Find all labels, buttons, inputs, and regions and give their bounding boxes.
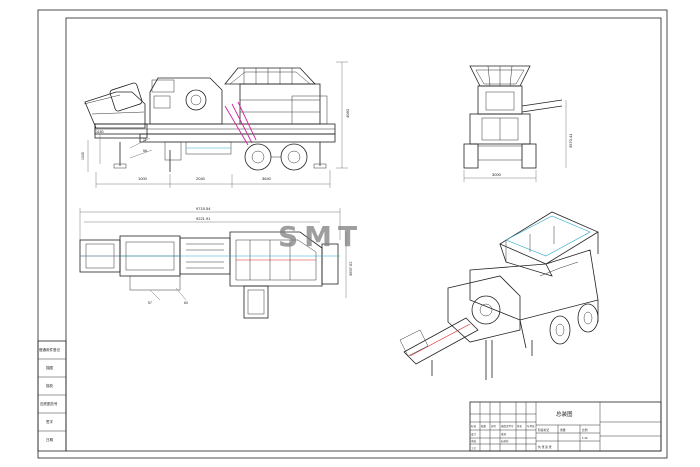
dim-side-mid: 2040 (196, 176, 206, 181)
dim-side-height: 4060 (345, 108, 350, 118)
dim-front-height: 3570.41 (568, 133, 573, 148)
tb-cell-5: 年月日 (527, 424, 535, 428)
part-label-1: 56 (143, 149, 147, 153)
side-row-0: 借通用件登记 (39, 347, 60, 352)
tb-cell-10: 工艺 (471, 446, 477, 450)
part-label-2: 57 (148, 301, 152, 305)
tb-cell-9: 标准化 (501, 439, 509, 443)
tb-stage-label: 阶段标记 (538, 428, 549, 432)
dim-front-width: 3000 (492, 172, 502, 177)
tb-weight-label: 重量 (560, 428, 566, 432)
tb-scale-value: 1:40 (582, 436, 588, 440)
watermark-text: SMT (278, 220, 363, 253)
dim-small-b: 1045 (81, 152, 85, 160)
tb-sheet-label: 共 张 第 张 (538, 445, 552, 449)
title-text: 总装图 (556, 410, 573, 418)
dim-small-a: 1180 (96, 130, 104, 134)
side-row-3: 旧底图总号 (40, 401, 58, 406)
side-row-1: 描图 (46, 365, 53, 370)
side-table (37, 340, 67, 452)
plan-view (79, 208, 347, 319)
tb-cell-2: 分区 (491, 424, 497, 428)
tb-cell-1: 处数 (481, 424, 487, 428)
side-row-5: 日期 (46, 437, 53, 442)
part-label-3: 60 (184, 301, 188, 305)
tb-cell-8: 审核 (471, 439, 477, 443)
tb-cell-0: 标记 (471, 424, 477, 428)
tb-cell-6: 设计 (471, 432, 477, 436)
part-label-0: 11 (143, 138, 147, 142)
tb-cell-7: 批准 (501, 432, 507, 436)
isometric-view (399, 211, 599, 380)
dim-plan-inner: 9221.91 (196, 216, 211, 221)
dim-plan-height: 3697.52 (348, 261, 353, 276)
outer-frame (37, 9, 668, 459)
dim-side-right: 3640 (262, 176, 272, 181)
tb-cell-4: 签名 (517, 424, 523, 428)
tb-cell-3: 更改文件号 (501, 424, 514, 428)
title-block-grid (469, 401, 662, 452)
front-view (463, 65, 567, 182)
inner-frame (65, 17, 662, 452)
tb-scale-label: 比例 (582, 428, 588, 432)
side-row-4: 签字 (46, 419, 53, 424)
side-row-2: 描校 (46, 383, 53, 388)
dim-side-left: 1000 (138, 176, 148, 181)
dim-plan-overall: 9715.54 (196, 206, 211, 211)
side-view (83, 61, 348, 188)
